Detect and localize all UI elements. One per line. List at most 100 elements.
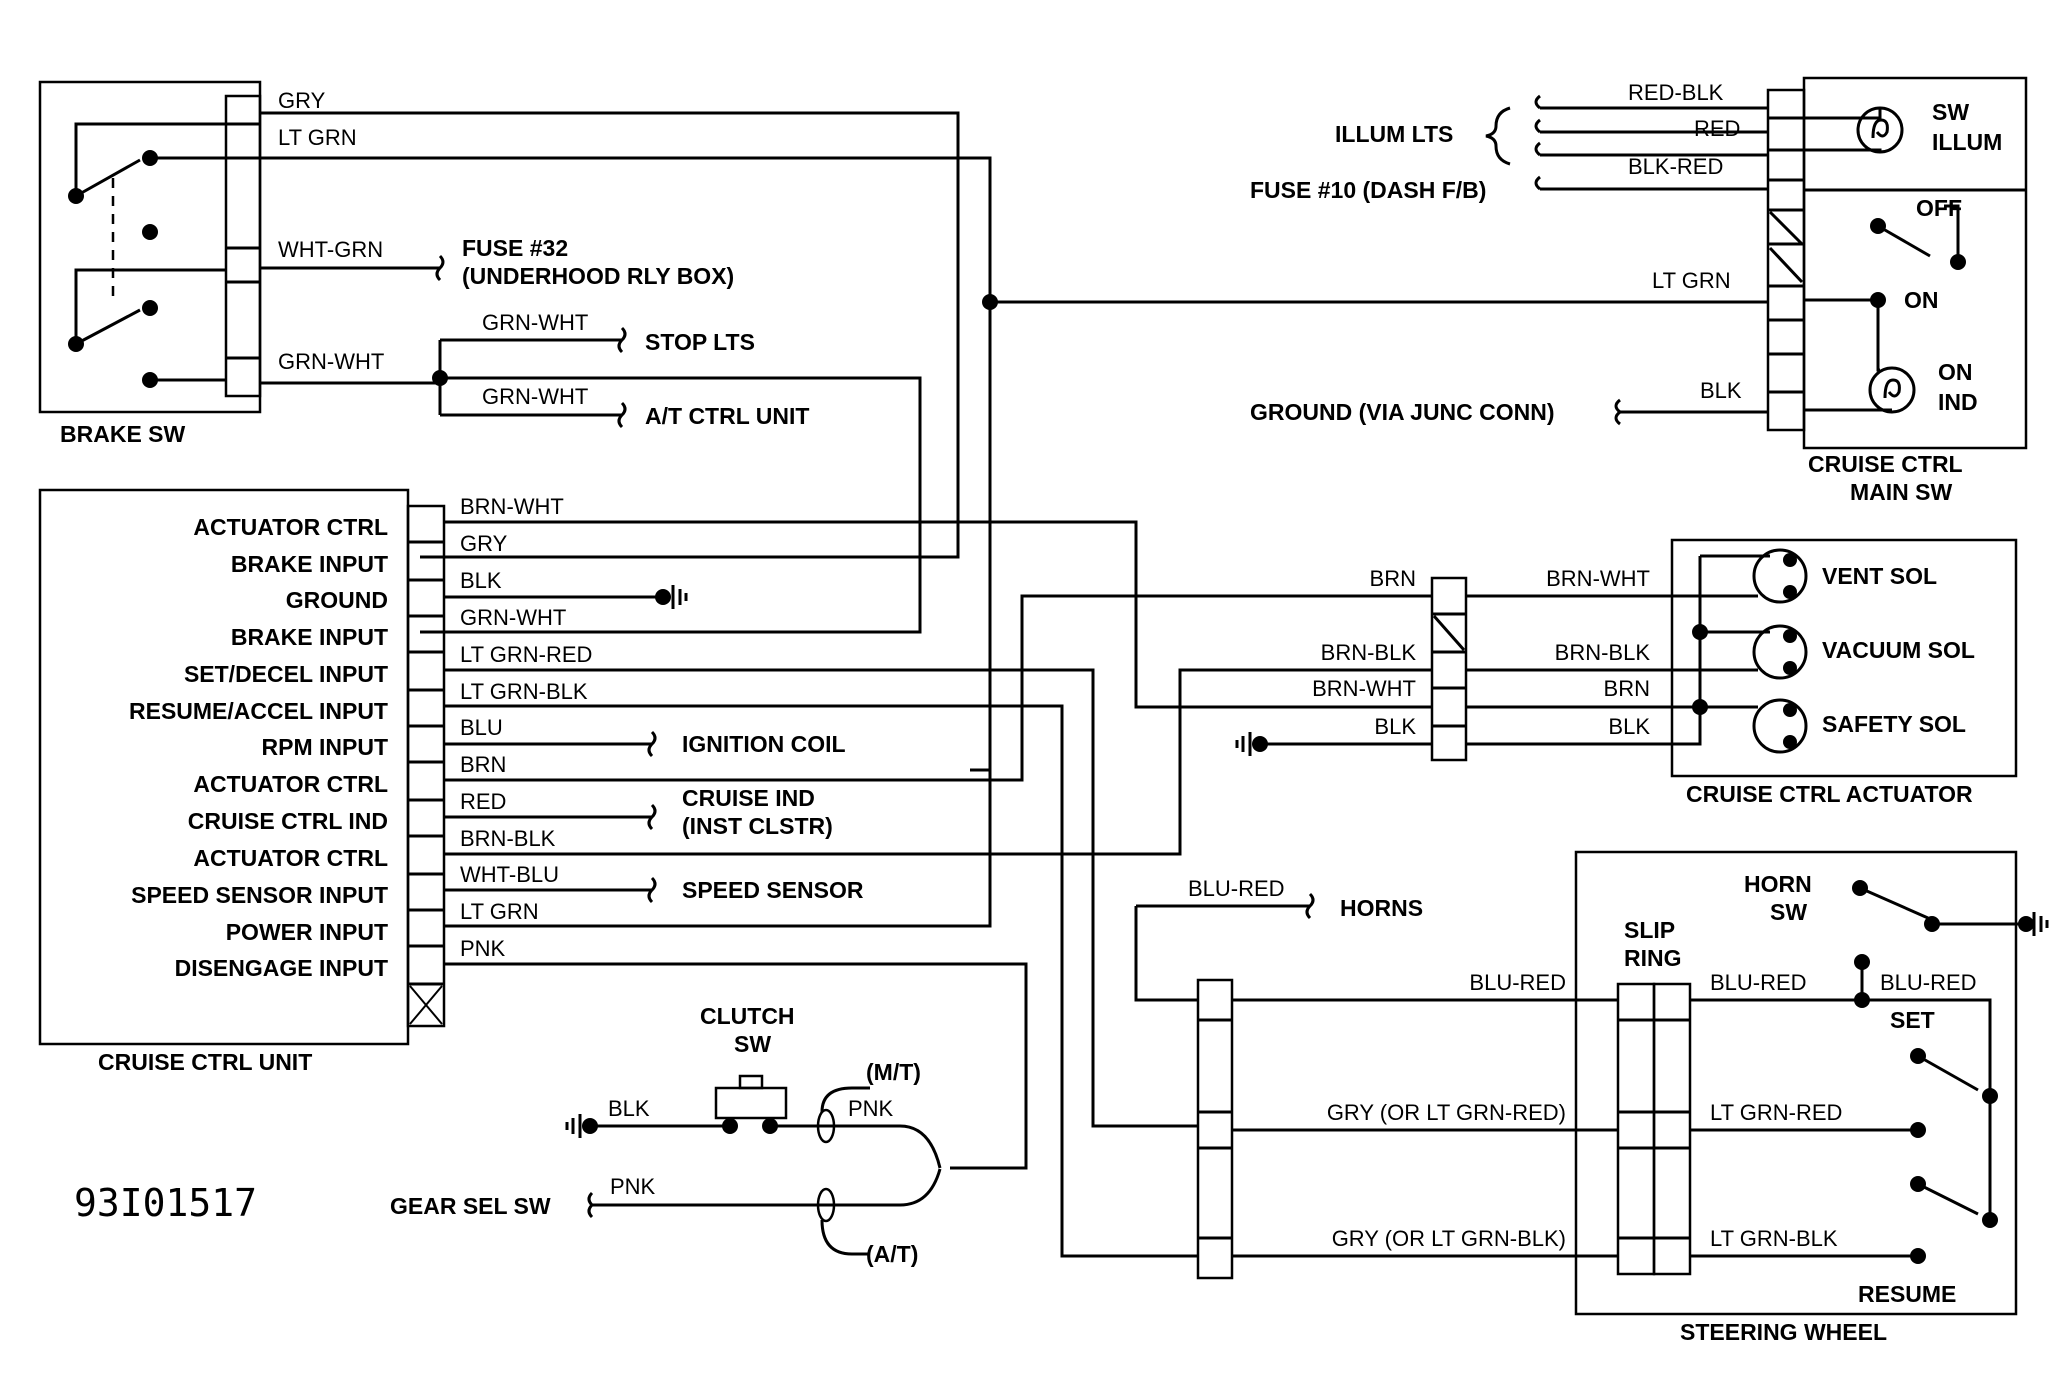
cruise-ind-label-line2: (INST CLSTR) [682,813,833,839]
steering-wheel: BLU-RED HORNS BLU-RED GRY (OR LT GRN-RED… [1134,850,2049,1345]
wire-label-red-blk: RED-BLK [1628,80,1724,105]
act-right-wire-1: BRN-WHT [1546,566,1650,591]
pin-wire-3: BLK [460,568,502,593]
pin-wire-11: WHT-BLU [460,862,559,887]
pin-wire-1: BRN-WHT [460,494,564,519]
clutch-switch-body [714,1086,788,1120]
act-right-wire-4: BLK [1608,714,1650,739]
off-label: OFF [1916,195,1962,221]
sw-illum-label-line2: ILLUM [1932,129,2002,155]
act-left-wire-4: BLK [1374,714,1416,739]
cruise-ctrl-unit: ACTUATOR CTRL BRAKE INPUT GROUND BRAKE I… [38,488,446,1075]
wire-label-grn-wht: GRN-WHT [278,349,384,374]
horn-sw-label-line1: HORN [1744,871,1812,897]
ctrl-unit-title: CRUISE CTRL UNIT [98,1049,312,1075]
pin-label-5: SET/DECEL INPUT [184,661,388,687]
safety-sol-label: SAFETY SOL [1822,711,1966,737]
ground-junc-conn-label: GROUND (VIA JUNC CONN) [1250,399,1555,425]
illum-lights-label: ILLUM LTS [1335,121,1453,147]
vent-solenoid-icon [1752,548,1808,604]
act-left-wire-1: BRN [1370,566,1416,591]
act-right-wire-2: BRN-BLK [1555,640,1651,665]
pin-wire-13: PNK [460,936,506,961]
pin-label-12: POWER INPUT [226,919,388,945]
wire-label-wht-grn: WHT-GRN [278,237,383,262]
inner-blu-red-2: BLU-RED [1880,970,1977,995]
on-ind-label-line1: ON [1938,359,1973,385]
safety-solenoid-icon [1752,698,1808,754]
pin-wire-12: LT GRN [460,899,539,924]
slip-ring-right [1652,982,1692,1276]
steering-gry-red-wire: GRY (OR LT GRN-RED) [1327,1100,1566,1125]
gear-sel-sw-label: GEAR SEL SW [390,1193,551,1219]
slip-ring-label-line2: RING [1624,945,1682,971]
ctrl-unit-connector [406,504,446,1028]
pin-wire-7: BLU [460,715,503,740]
steering-gry-blk-wire: GRY (OR LT GRN-BLK) [1332,1226,1566,1251]
at-ctrl-unit-label: A/T CTRL UNIT [645,403,809,429]
wire-label-main-lt-grn: LT GRN [1652,268,1731,293]
resume-label: RESUME [1858,1281,1956,1307]
cruise-ctrl-actuator: VENT SOL VACUUM SOL SAFETY SOL BRN BRN-B… [1235,538,2018,807]
fuse-10-label: FUSE #10 (DASH F/B) [1250,177,1486,203]
stop-lights-label: STOP LTS [645,329,755,355]
pin-label-9: CRUISE CTRL IND [188,808,388,834]
inner-lt-grn-red: LT GRN-RED [1710,1100,1842,1125]
set-label: SET [1890,1007,1935,1033]
ctrl-unit-wires: BRN-WHT GRY BLK GRN-WHT LT GRN-RED LT GR… [444,302,1432,1258]
steering-blu-red-wire: BLU-RED [1469,970,1566,995]
act-left-wire-2: BRN-BLK [1321,640,1417,665]
on-ind-label-line2: IND [1938,389,1978,415]
brake-switch-connector [224,94,262,398]
pin-wire-10: BRN-BLK [460,826,556,851]
cruise-ind-label-line1: CRUISE IND [682,785,815,811]
vacuum-sol-label: VACUUM SOL [1822,637,1975,663]
slip-ring-left [1616,982,1656,1276]
speed-sensor-label: SPEED SENSOR [682,877,864,903]
main-switch-title-line1: CRUISE CTRL [1808,451,1963,477]
pin-wire-2: GRY [460,531,508,556]
pin-label-10: ACTUATOR CTRL [193,845,388,871]
inner-blu-red-1: BLU-RED [1710,970,1807,995]
wire-label-red: RED [1694,116,1740,141]
horns-label: HORNS [1340,895,1423,921]
inner-lt-grn-blk: LT GRN-BLK [1710,1226,1838,1251]
brake-switch-title: BRAKE SW [60,421,186,447]
pin-label-7: RPM INPUT [262,734,389,760]
steering-wheel-title: STEERING WHEEL [1680,1319,1887,1345]
pin-label-1: ACTUATOR CTRL [193,514,388,540]
manual-trans-label: (M/T) [866,1059,921,1085]
pin-label-6: RESUME/ACCEL INPUT [129,698,388,724]
pin-wire-9: RED [460,789,506,814]
sw-illum-label-line1: SW [1932,99,1969,125]
auto-trans-label: (A/T) [866,1241,918,1267]
wire-label-blk-red: BLK-RED [1628,154,1723,179]
pin-label-13: DISENGAGE INPUT [175,955,388,981]
clutch-switch-title-line2: SW [734,1031,771,1057]
underhood-relay-box-label: (UNDERHOOD RLY BOX) [462,263,734,289]
main-switch-title-line2: MAIN SW [1850,479,1953,505]
horn-sw-label-line2: SW [1770,899,1807,925]
fuse-32-label: FUSE #32 [462,235,568,261]
clutch-switch: CLUTCH SW BLK PNK (M/T) (A/T) GEAR SEL S… [390,1003,942,1267]
main-switch-connector [1766,88,1806,432]
brake-switch: BRAKE SW [38,80,262,447]
pin-label-4: BRAKE INPUT [231,624,388,650]
main-switch-wires: RED-BLK RED BLK-RED LT GRN BLK ILLUM LTS… [1250,80,1768,426]
on-label: ON [1904,287,1939,313]
vent-sol-label: VENT SOL [1822,563,1937,589]
wire-label-grn-wht-at: GRN-WHT [482,384,588,409]
actuator-connector [1430,576,1468,762]
wire-label-main-blk: BLK [1700,378,1742,403]
clutch-blk-wire: BLK [608,1096,650,1121]
wire-label-grn-wht-stop: GRN-WHT [482,310,588,335]
pin-label-8: ACTUATOR CTRL [193,771,388,797]
clutch-pnk-wire: PNK [848,1096,894,1121]
steering-left-connector [1196,978,1234,1280]
pin-wire-5: LT GRN-RED [460,642,592,667]
slip-ring-label-line1: SLIP [1624,917,1675,943]
pin-wire-8: BRN [460,752,506,777]
gear-sel-pnk-wire: PNK [610,1174,656,1199]
act-right-wire-3: BRN [1604,676,1650,701]
